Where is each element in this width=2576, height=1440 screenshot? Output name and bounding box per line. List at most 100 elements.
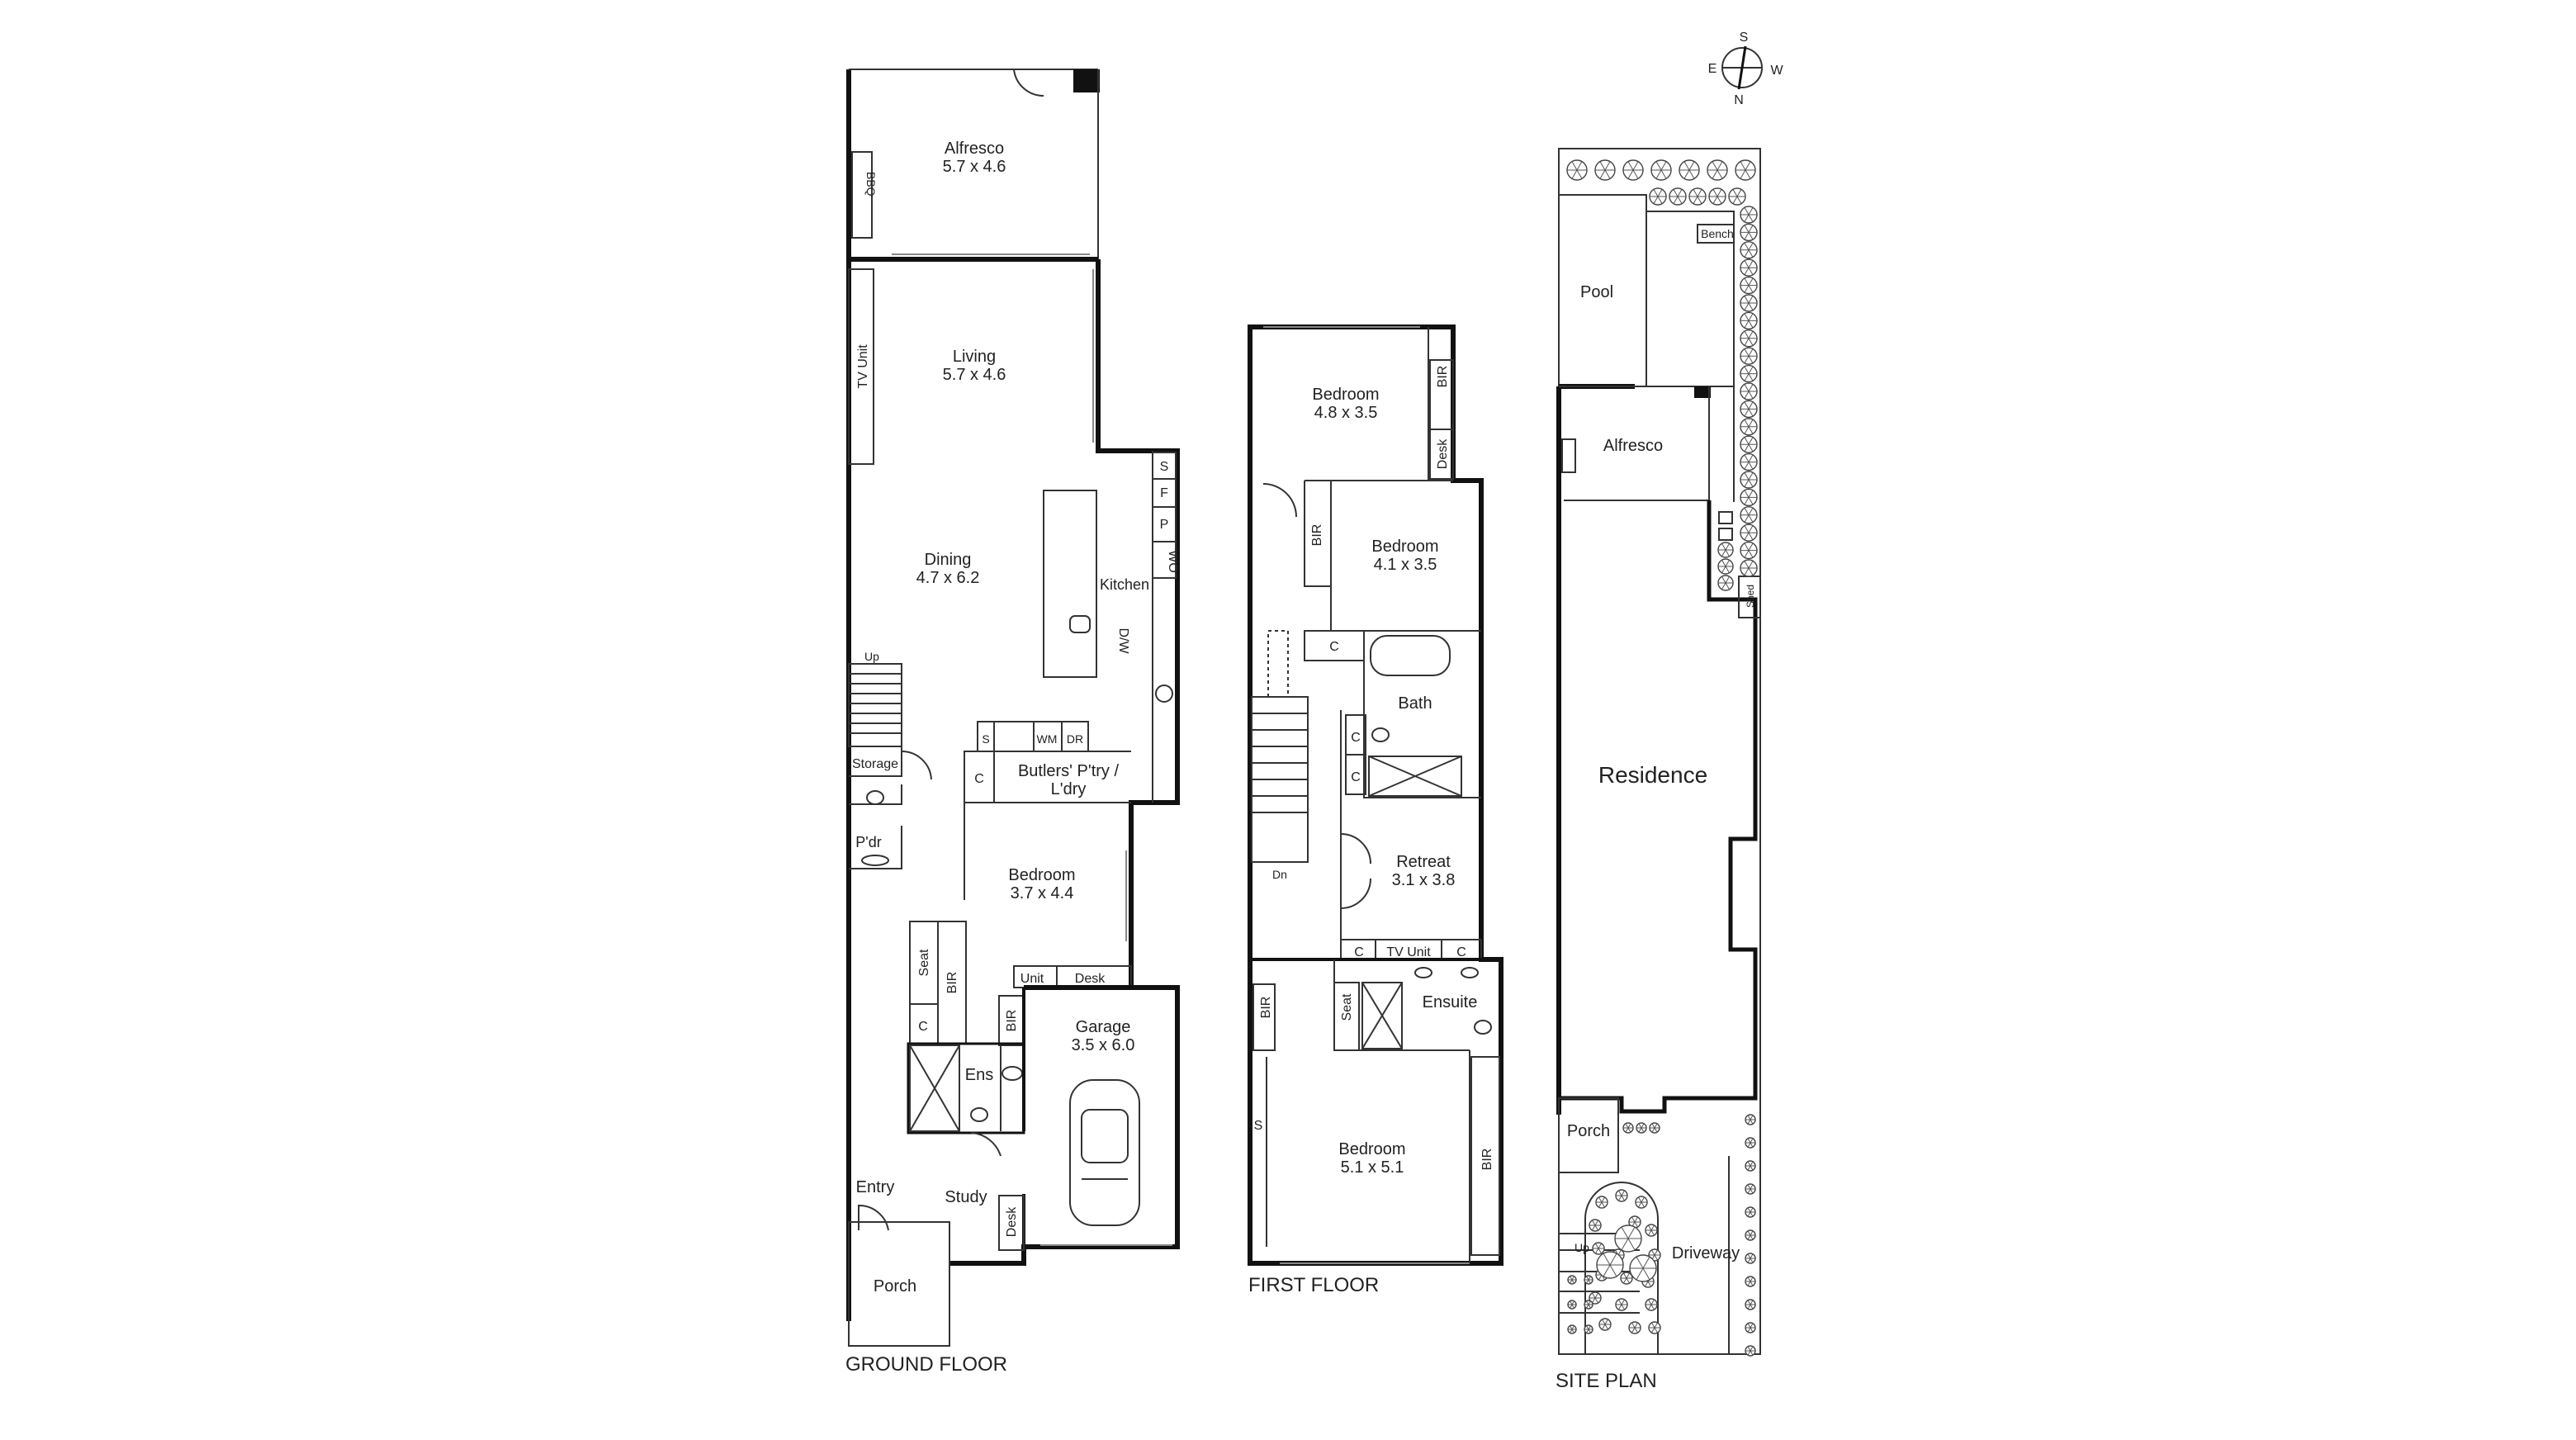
fixture-bir: BIR: [1436, 366, 1450, 388]
fixture-dw: D/W: [1116, 628, 1130, 654]
room-bedroom-3: Bedroom: [1338, 1140, 1405, 1158]
room-ensuite: Ensuite: [1423, 993, 1478, 1011]
room-alfresco-size: 5.7 x 4.6: [943, 158, 1006, 176]
site-alfresco: Alfresco: [1603, 437, 1663, 455]
room-bedroom-1-size: 4.8 x 3.5: [1314, 404, 1378, 422]
site-up: Up: [1574, 1241, 1589, 1254]
site-bench: Bench: [1701, 227, 1734, 240]
tree-icon-stroke: [1673, 189, 1683, 204]
tree-icon-stroke: [1712, 161, 1723, 179]
tree-icon-stroke: [1747, 1115, 1754, 1125]
tree-icon-stroke: [1744, 296, 1754, 310]
tree-icon-stroke: [1747, 1253, 1754, 1263]
fixture-bir3: BIR: [1259, 997, 1273, 1019]
tree-icon-stroke: [1744, 401, 1754, 417]
tree-icon-stroke: [1744, 384, 1754, 399]
fixture-seat: Seat: [917, 949, 931, 976]
tree-icon-stroke: [1570, 1276, 1574, 1284]
stair-up-label: Up: [864, 650, 879, 663]
tree-icon-stroke: [1618, 1190, 1625, 1201]
tree-icon-stroke: [1747, 1138, 1754, 1148]
tree-icon-stroke: [1747, 1277, 1754, 1286]
tree-icon-stroke: [1625, 1123, 1631, 1133]
tree-icon-stroke: [1747, 1346, 1754, 1356]
tree-icon-stroke: [1618, 1299, 1625, 1310]
room-entry: Entry: [856, 1178, 895, 1196]
tree-icon-stroke: [1638, 1123, 1645, 1133]
tree-icon-stroke: [1740, 161, 1751, 179]
stairs: [848, 663, 902, 747]
ground-floor-title: GROUND FLOOR: [845, 1353, 1007, 1376]
tree-icon-stroke: [1744, 561, 1754, 576]
tree-icon-stroke: [1693, 189, 1702, 204]
fixture-p: P: [1160, 518, 1169, 532]
tree-icon-stroke: [1651, 1322, 1658, 1333]
fixture-wm: WM: [1037, 732, 1058, 746]
bbq-label: BBQ: [864, 172, 878, 197]
tree-icon-stroke: [1636, 1256, 1650, 1281]
tree-icon-stroke: [1744, 454, 1754, 470]
tree-icon-stroke: [1732, 189, 1742, 204]
tree-icon-stroke: [1744, 437, 1754, 452]
site-shed: Shed: [1745, 585, 1756, 608]
fixture-bir4: BIR: [1480, 1149, 1494, 1171]
tree-icon-stroke: [1651, 1123, 1658, 1133]
tree-icon-stroke: [1631, 1216, 1638, 1228]
fixture-c2: C: [1351, 731, 1361, 745]
room-ensuite: Ens: [965, 1066, 993, 1084]
room-dining-size: 4.7 x 6.2: [916, 569, 980, 587]
tree-icon-stroke: [1721, 542, 1730, 557]
room-garage: Garage: [1076, 1018, 1131, 1036]
site-driveway: Driveway: [1672, 1244, 1740, 1262]
site-plan-title: SITE PLAN: [1556, 1370, 1657, 1392]
tree-icon-stroke: [1747, 1161, 1754, 1171]
tree-icon-stroke: [1570, 1300, 1574, 1309]
first-floor-title: FIRST FLOOR: [1248, 1274, 1379, 1296]
room-laundry: L'dry: [1051, 780, 1087, 798]
room-bedroom-1: Bedroom: [1312, 386, 1379, 404]
fixture-dr: DR: [1067, 732, 1083, 746]
room-bedroom-2-size: 4.1 x 3.5: [1374, 556, 1437, 574]
fixture-s2: S: [982, 732, 989, 746]
tree-icon-stroke: [1655, 161, 1667, 179]
tree-icon-stroke: [1747, 1184, 1754, 1194]
tree-icon-stroke: [1744, 507, 1754, 523]
room-kitchen: Kitchen: [1100, 576, 1149, 593]
tree-icons: [1566, 159, 1758, 1357]
tree-icon-stroke: [1744, 366, 1754, 381]
tree-icon-stroke: [1744, 472, 1754, 487]
stair-down-label: Dn: [1272, 868, 1287, 881]
compass-n: N: [1734, 93, 1744, 107]
tree-icon-stroke: [1648, 1299, 1655, 1310]
tv-unit-label: TV Unit: [856, 344, 870, 389]
room-living: Living: [953, 348, 996, 366]
tree-icon-stroke: [1648, 1224, 1655, 1236]
tree-icon-stroke: [1747, 1323, 1754, 1333]
tree-icon-stroke: [1744, 542, 1754, 558]
site-pool: Pool: [1580, 283, 1613, 301]
tree-icon-stroke: [1747, 1230, 1754, 1240]
room-living-size: 5.7 x 4.6: [943, 366, 1006, 384]
tree-icon-stroke: [1627, 161, 1639, 179]
fixture-c5: C: [1456, 945, 1466, 959]
fixture-bir2: BIR: [1005, 1010, 1019, 1032]
room-dining: Dining: [925, 551, 972, 569]
tree-icon-stroke: [1570, 1325, 1574, 1333]
tree-icon-stroke: [1747, 1300, 1754, 1310]
tree-icon-stroke: [1712, 189, 1722, 204]
room-storage: Storage: [852, 757, 898, 771]
site-residence: Residence: [1598, 762, 1707, 788]
tree-icon-stroke: [1747, 1207, 1754, 1217]
tree-icon-stroke: [1586, 1325, 1591, 1333]
room-bedroom-3-size: 5.1 x 5.1: [1341, 1158, 1404, 1177]
room-bath: Bath: [1398, 694, 1432, 713]
fixture-desk: Desk: [1436, 438, 1450, 469]
tree-icon-stroke: [1599, 161, 1611, 179]
tree-icon-stroke: [1638, 1196, 1645, 1208]
tree-icon-stroke: [1744, 242, 1754, 258]
tree-icon-stroke: [1571, 161, 1583, 179]
tree-icon-stroke: [1586, 1276, 1591, 1284]
fixture-c3: C: [1351, 770, 1361, 784]
tree-icon-stroke: [1653, 189, 1663, 204]
